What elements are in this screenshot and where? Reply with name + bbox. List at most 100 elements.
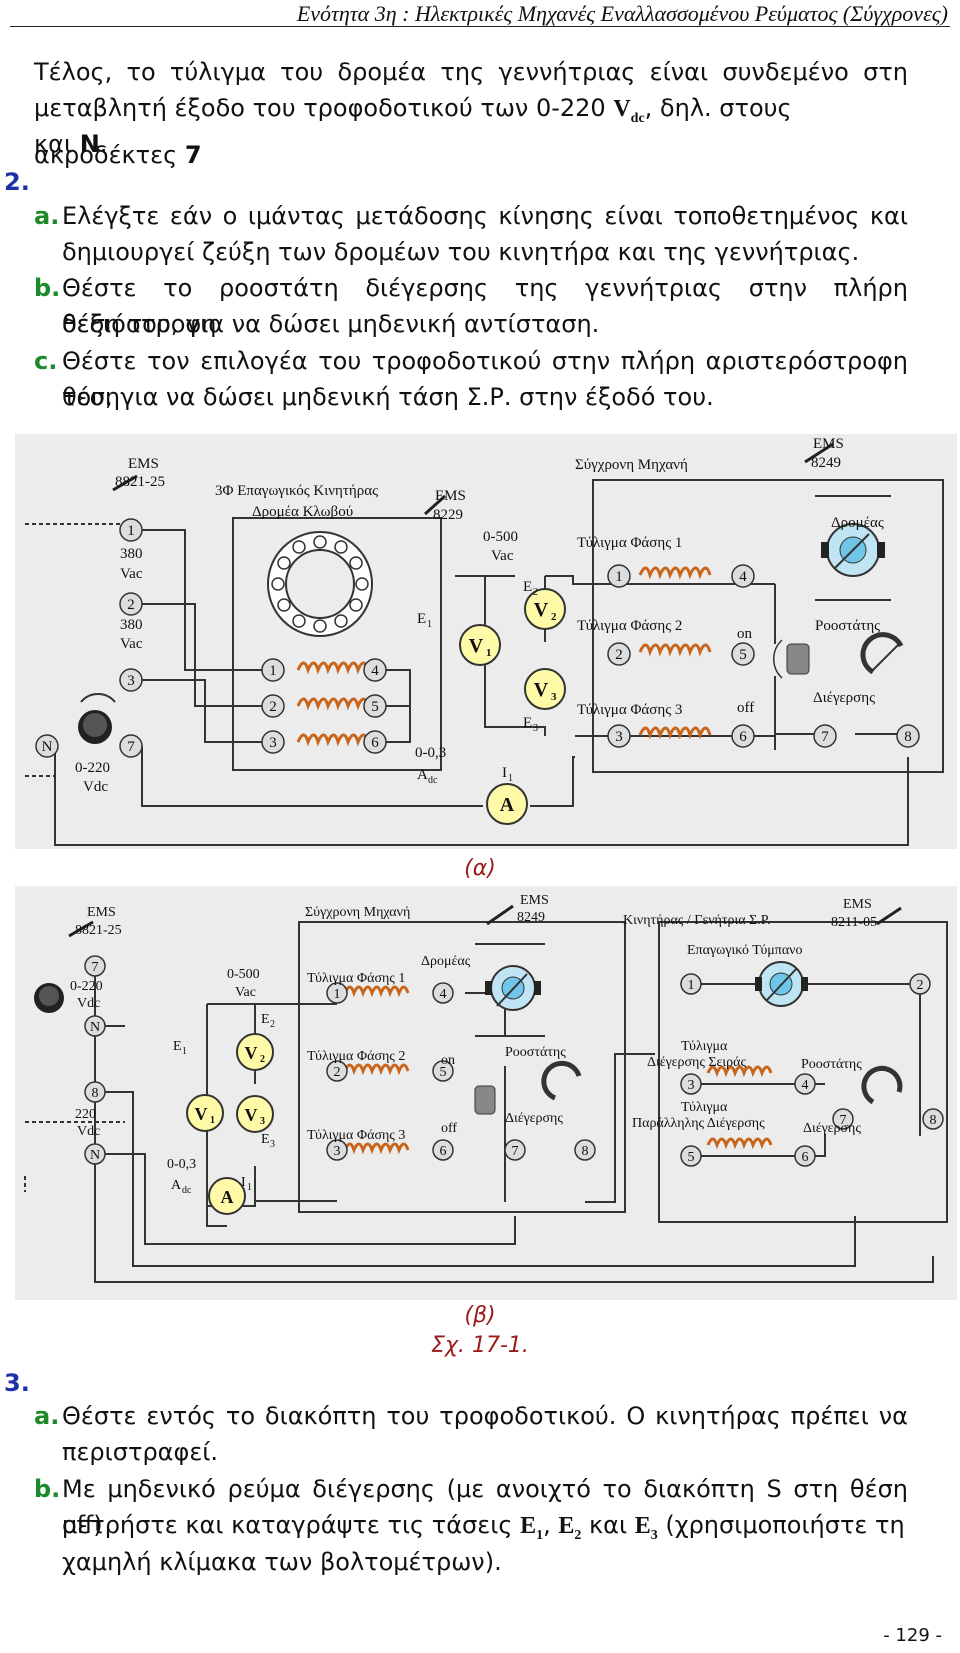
- svg-text:2: 2: [334, 1065, 341, 1080]
- svg-text:3: 3: [615, 729, 623, 745]
- svg-text:3: 3: [533, 723, 538, 734]
- svg-text:Ροοστάτης: Ροοστάτης: [815, 618, 880, 634]
- svg-text:2: 2: [270, 1019, 275, 1030]
- svg-text:Διέγερσης: Διέγερσης: [803, 1121, 861, 1136]
- svg-text:Vac: Vac: [120, 636, 143, 652]
- svg-text:Επαγωγικό Τύμπανο: Επαγωγικό Τύμπανο: [687, 943, 803, 958]
- svg-text:Δρομέας: Δρομέας: [421, 954, 471, 969]
- figure-label: Σχ. 17-1.: [431, 1333, 529, 1358]
- svg-text:EMS: EMS: [87, 905, 116, 920]
- svg-text:Κινητήρας / Γενήτρια Σ.Ρ.: Κινητήρας / Γενήτρια Σ.Ρ.: [623, 913, 770, 928]
- svg-text:2: 2: [533, 587, 538, 598]
- svg-text:2: 2: [269, 699, 277, 715]
- svg-text:E: E: [261, 1012, 270, 1027]
- figure-b-caption: (β): [464, 1303, 496, 1328]
- svg-text:E: E: [523, 715, 532, 731]
- svg-text:2: 2: [127, 597, 135, 613]
- svg-text:Vac: Vac: [491, 548, 514, 564]
- svg-text:5: 5: [371, 699, 379, 715]
- svg-text:1: 1: [269, 663, 277, 679]
- svg-text:6: 6: [802, 1150, 809, 1165]
- svg-text:Τύλιγμα: Τύλιγμα: [681, 1100, 728, 1115]
- svg-text:Τύλιγμα Φάσης 3: Τύλιγμα Φάσης 3: [577, 702, 682, 718]
- svg-text:1: 1: [210, 1115, 215, 1126]
- svg-text:4: 4: [802, 1078, 809, 1093]
- svg-text:8: 8: [92, 1086, 99, 1101]
- svg-text:6: 6: [739, 729, 747, 745]
- svg-text:I: I: [241, 1175, 246, 1190]
- svg-text:0-0,3: 0-0,3: [167, 1157, 196, 1172]
- svg-text:V: V: [534, 599, 549, 621]
- svg-text:5: 5: [688, 1150, 695, 1165]
- step-2c-text-2: του, για να δώσει μηδενική τάση Σ.Ρ. στη…: [62, 383, 714, 411]
- svg-text:Διέγερσης: Διέγερσης: [813, 690, 875, 706]
- svg-text:3: 3: [270, 1139, 275, 1150]
- svg-text:8249: 8249: [517, 910, 545, 925]
- svg-text:N: N: [90, 1148, 100, 1163]
- svg-text:8: 8: [904, 729, 912, 745]
- svg-text:8821-25: 8821-25: [115, 474, 165, 490]
- svg-text:7: 7: [92, 960, 99, 975]
- svg-text:V: V: [195, 1104, 208, 1124]
- svg-text:5: 5: [440, 1065, 447, 1080]
- svg-text:1: 1: [486, 647, 492, 659]
- svg-text:E: E: [417, 611, 426, 627]
- svg-text:N: N: [42, 739, 53, 755]
- svg-text:7: 7: [821, 729, 829, 745]
- figure-a-caption: (α): [464, 856, 496, 881]
- svg-text:on: on: [737, 626, 753, 642]
- sync-machine-label: Σύγχρονη Μηχανή: [575, 457, 688, 473]
- svg-text:3Φ Επαγωγικός Κινητήρας: 3Φ Επαγωγικός Κινητήρας: [215, 483, 378, 499]
- svg-text:8: 8: [582, 1144, 589, 1159]
- svg-text:0-0,3: 0-0,3: [415, 745, 446, 761]
- svg-text:Διέγερσης Σειράς: Διέγερσης Σειράς: [647, 1055, 746, 1070]
- svg-text:0-500: 0-500: [483, 529, 518, 545]
- svg-text:EMS: EMS: [813, 436, 844, 452]
- svg-text:Τύλιγμα: Τύλιγμα: [681, 1039, 728, 1054]
- svg-text:2: 2: [917, 978, 924, 993]
- step-2a-text-2: δημιουργεί ζεύξη των δρομέων του κινητήρ…: [62, 238, 860, 266]
- step-3b-text-2: μετρήστε και καταγράψτε τις τάσεις E1, E…: [62, 1511, 905, 1543]
- svg-text:2: 2: [551, 611, 557, 623]
- intro-line-1: Τέλος, το τύλιγμα του δρομέα της γεννήτρ…: [34, 58, 908, 86]
- step-3b-text-1: Με μηδενικό ρεύμα διέγερσης (με ανοιχτό …: [62, 1475, 908, 1539]
- svg-text:3: 3: [127, 673, 135, 689]
- page-header: Ενότητα 3η : Ηλεκτρικές Μηχανές Εναλλασσ…: [10, 0, 950, 27]
- svg-text:380: 380: [120, 617, 143, 633]
- svg-text:8211-05: 8211-05: [831, 915, 877, 930]
- svg-text:5: 5: [739, 647, 747, 663]
- step-2c-text-1: Θέστε τον επιλογέα του τροφοδοτικού στην…: [62, 347, 908, 411]
- svg-text:8249: 8249: [811, 455, 841, 471]
- svg-text:2: 2: [260, 1054, 265, 1065]
- svg-text:Τύλιγμα Φάσης 1: Τύλιγμα Φάσης 1: [307, 971, 405, 986]
- svg-text:1: 1: [615, 569, 623, 585]
- svg-text:380: 380: [120, 546, 143, 562]
- svg-text:1: 1: [334, 987, 341, 1002]
- svg-text:Ροοστάτης: Ροοστάτης: [505, 1045, 566, 1060]
- svg-text:Vdc: Vdc: [77, 1124, 100, 1139]
- svg-text:0-500: 0-500: [227, 967, 260, 982]
- svg-text:2: 2: [615, 647, 623, 663]
- svg-text:4: 4: [739, 569, 747, 585]
- svg-text:4: 4: [440, 987, 447, 1002]
- svg-text:8229: 8229: [433, 507, 463, 523]
- svg-text:4: 4: [371, 663, 379, 679]
- svg-text:Σύγχρονη Μηχανή: Σύγχρονη Μηχανή: [305, 905, 410, 920]
- page-number: - 129 -: [883, 1625, 942, 1646]
- step-2-number: 2.: [4, 168, 30, 196]
- svg-text:7: 7: [512, 1144, 519, 1159]
- step-3a-text-2: περιστραφεί.: [62, 1438, 219, 1466]
- svg-text:Δρομέας: Δρομέας: [831, 515, 884, 531]
- svg-text:Τύλιγμα Φάσης 2: Τύλιγμα Φάσης 2: [307, 1049, 405, 1064]
- svg-text:7: 7: [127, 739, 135, 755]
- svg-text:3: 3: [688, 1078, 695, 1093]
- svg-text:3: 3: [269, 735, 277, 751]
- svg-text:Vac: Vac: [235, 985, 256, 1000]
- step-2b-text-1: Θέστε το ροοστάτη διέγερσης της γεννήτρι…: [62, 274, 908, 338]
- svg-text:EMS: EMS: [520, 893, 549, 908]
- svg-text:A: A: [221, 1187, 234, 1207]
- svg-text:1: 1: [247, 1182, 252, 1193]
- svg-text:Ροοστάτης: Ροοστάτης: [801, 1057, 862, 1072]
- svg-text:220: 220: [75, 1107, 96, 1122]
